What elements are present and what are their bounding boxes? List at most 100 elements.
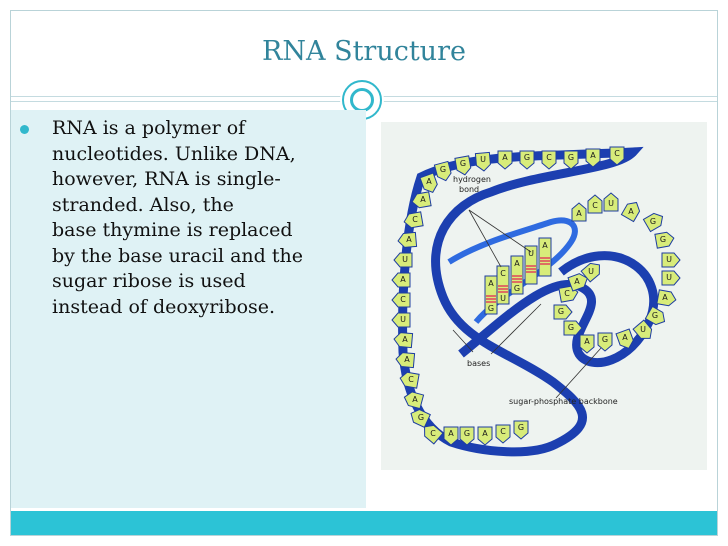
base-letter: U xyxy=(666,273,672,282)
base-letter: C xyxy=(564,289,570,298)
nucleotide-base: A xyxy=(397,231,418,248)
nucleotide-base: G xyxy=(563,320,583,336)
nucleotide-base: A xyxy=(571,202,587,222)
backbone-ribbon-loop xyxy=(458,251,659,367)
hydrogen-bond-pointer xyxy=(468,209,502,268)
bullet-line: nucleotides. Unlike DNA, xyxy=(52,142,296,165)
base-pair-rung xyxy=(538,237,552,277)
footer-bar xyxy=(11,511,717,535)
backbone-label: sugar-phosphate backbone xyxy=(509,397,618,406)
base-letter: U xyxy=(666,255,672,264)
base-pair-letter: C xyxy=(500,269,506,278)
nucleotide-base: U xyxy=(474,151,491,172)
base-letter: A xyxy=(622,333,628,342)
base-letter: A xyxy=(404,355,410,364)
base-letter: U xyxy=(402,255,408,264)
bullet-line: by the base uracil and the xyxy=(52,244,303,267)
base-letter: U xyxy=(640,325,646,334)
bases-pointer-2 xyxy=(490,303,542,355)
base-letter: A xyxy=(482,429,488,438)
nucleotide-base: G xyxy=(454,155,472,176)
nucleotide-base: G xyxy=(563,150,579,170)
bases-label: bases xyxy=(467,359,490,368)
ornament-inner-ring xyxy=(350,88,374,112)
base-letter: G xyxy=(460,159,466,168)
base-letter: C xyxy=(500,427,506,436)
base-letter: A xyxy=(448,429,454,438)
base-letter: A xyxy=(628,207,634,216)
nucleotide-base: G xyxy=(410,408,431,428)
slide-title: RNA Structure xyxy=(262,36,466,67)
nucleotide-base: C xyxy=(587,194,603,214)
nucleotide-base: C xyxy=(424,424,444,445)
nucleotide-base: C xyxy=(403,211,424,229)
base-pair-letter: A xyxy=(514,259,520,268)
backbone-ribbon xyxy=(398,146,644,457)
nucleotide-base: A xyxy=(395,352,416,369)
base-pair-letter: U xyxy=(500,294,506,303)
bullet-dot-icon xyxy=(20,125,29,134)
base-pair-rung xyxy=(496,265,510,305)
base-letter: U xyxy=(588,267,594,276)
base-letter: C xyxy=(400,295,406,304)
nucleotide-base: U xyxy=(632,319,653,339)
base-letter: U xyxy=(480,155,486,164)
nucleotide-base: C xyxy=(609,146,625,166)
base-letter: A xyxy=(402,335,408,344)
base-letter: A xyxy=(502,153,508,162)
base-letter: A xyxy=(590,151,596,160)
base-pair-letter: U xyxy=(528,249,534,258)
bullet-line: sugar ribose is used xyxy=(52,270,246,292)
base-letter: C xyxy=(408,375,414,384)
bullet-line: RNA is a polymer of xyxy=(52,117,246,139)
nucleotide-base: U xyxy=(661,270,681,286)
nucleotide-base: U xyxy=(391,312,411,328)
base-letter: G xyxy=(602,335,608,344)
base-letter: A xyxy=(584,337,590,346)
nucleotide-base: G xyxy=(654,231,675,249)
base-letter: A xyxy=(426,177,432,186)
base-letter: C xyxy=(614,149,620,158)
nucleotide-base: G xyxy=(597,332,613,352)
nucleotide-base: U xyxy=(661,252,681,268)
base-pair-letter: A xyxy=(488,279,494,288)
nucleotide-base: A xyxy=(391,272,411,288)
base-pair-letter: G xyxy=(488,304,494,313)
nucleotide-base: U xyxy=(603,192,619,212)
bullet-line: stranded. Also, the xyxy=(52,193,234,216)
nucleotide-base: A xyxy=(567,273,588,292)
base-letter: G xyxy=(518,423,524,432)
nucleotide-base: A xyxy=(497,150,513,170)
hydrogen-bond-pointer-2 xyxy=(468,209,532,253)
base-letter: A xyxy=(576,209,582,218)
nucleotide-base: A xyxy=(620,201,641,223)
base-letter: A xyxy=(420,195,426,204)
base-letter: C xyxy=(592,201,598,210)
base-letter: G xyxy=(660,235,666,244)
nucleotide-base: A xyxy=(393,332,414,349)
base-letter: C xyxy=(546,153,552,162)
nucleotide-base: C xyxy=(495,424,511,444)
base-pair-letter: G xyxy=(514,284,520,293)
nucleotide-base: A xyxy=(443,426,459,446)
hydrogen-label-line2: bond xyxy=(459,185,479,194)
base-letter: G xyxy=(652,311,658,320)
nucleotide-base: G xyxy=(459,426,475,446)
base-letter: G xyxy=(558,307,564,316)
nucleotide-base: G xyxy=(644,305,666,326)
base-letter: G xyxy=(568,323,574,332)
bullet-line: instead of deoxyribose. xyxy=(52,295,276,318)
nucleotide-base: A xyxy=(403,391,425,410)
base-pair-rung xyxy=(524,245,538,285)
nucleotide-base: A xyxy=(579,334,595,354)
nucleotide-base: A xyxy=(585,148,601,168)
base-letter: A xyxy=(662,293,668,302)
bases-pointer xyxy=(452,329,474,353)
base-letter: G xyxy=(418,413,424,422)
hydrogen-label-line1: hydrogen xyxy=(453,175,491,184)
nucleotide-base: G xyxy=(433,160,452,182)
base-letter: A xyxy=(406,235,412,244)
base-letter: U xyxy=(608,199,614,208)
